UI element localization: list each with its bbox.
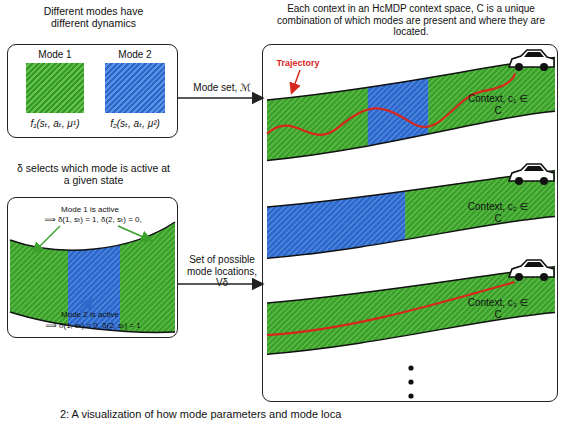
mode-name: Mode 2: [100, 49, 170, 61]
mode1-pointer: [34, 226, 60, 252]
mode1-pointer: [118, 226, 150, 240]
ellipsis-dot: [408, 365, 413, 370]
ellipsis-dot: [408, 393, 413, 398]
road-illustration: [8, 215, 180, 340]
annotation: Mode 1 is active: [50, 205, 130, 214]
mode-name: Mode 1: [20, 49, 90, 61]
annotation: Mode 2 is active: [50, 310, 130, 319]
delta-formula: ⟹ δ(1, sₜ) = 1, δ(2, sₜ) = 0,: [12, 215, 174, 224]
dynamics-function: f₂(sₜ, aₜ, μ²): [90, 118, 180, 130]
mode-square: Mode 2f₂(sₜ, aₜ, μ²): [105, 63, 165, 113]
trajectory-label: Trajectory: [268, 58, 328, 68]
road-shape: [267, 167, 555, 262]
car-icon: [509, 164, 554, 185]
box-heading: δ selects which mode is active at a give…: [16, 162, 171, 186]
edge-label: Mode set, ℳ: [182, 82, 262, 94]
trajectory-line: [267, 73, 515, 135]
arrow-connector: [178, 97, 262, 98]
context-label: Context, c₃ ∈ C: [467, 297, 529, 320]
trajectory-line: [267, 282, 515, 335]
box-heading: Each context in an HcMDP context space, …: [271, 3, 551, 38]
box-heading: Different modes have different dynamics: [28, 5, 159, 29]
mode-region: [428, 53, 555, 165]
context-road: Context, c₁ ∈ C: [267, 53, 555, 165]
trajectory-pointer: [292, 70, 300, 92]
ellipsis-dot: [408, 379, 413, 384]
context-road: Context, c₃ ∈ C: [267, 263, 555, 358]
dynamics-function: f₁(sₜ, aₜ, μ¹): [10, 118, 100, 130]
arrow-connector: [178, 283, 262, 284]
figure-caption: 2: A visualization of how mode parameter…: [60, 408, 530, 421]
road-edge: [10, 222, 175, 250]
road-edge: [267, 312, 555, 354]
car-icon: [509, 260, 554, 281]
context-road: Context, c₂ ∈ C: [267, 167, 555, 262]
context-label: Context, c₁ ∈ C: [467, 93, 529, 116]
context-label: Context, c₂ ∈ C: [467, 201, 529, 224]
mode-set-box: Mode 1f₁(sₜ, aₜ, μ¹)Mode 2f₂(sₜ, aₜ, μ²)…: [7, 44, 178, 138]
mode-region: [267, 167, 406, 262]
road-edge: [267, 111, 555, 160]
road-shape: [267, 53, 555, 165]
edge-label: Set of possible mode locations, Vδ: [182, 254, 262, 289]
road-edge: [267, 216, 555, 258]
context-space-box: Context, c₁ ∈ C Context, c₂ ∈ C Context, c…: [262, 44, 558, 402]
car-icon: [509, 50, 554, 71]
mode-square: Mode 1f₁(sₜ, aₜ, μ¹): [26, 63, 84, 113]
road-shape: [267, 263, 555, 358]
delta-formula: ⟹ δ(1, sₜ) = 0, δ(2, sₜ) = 1: [12, 321, 174, 330]
